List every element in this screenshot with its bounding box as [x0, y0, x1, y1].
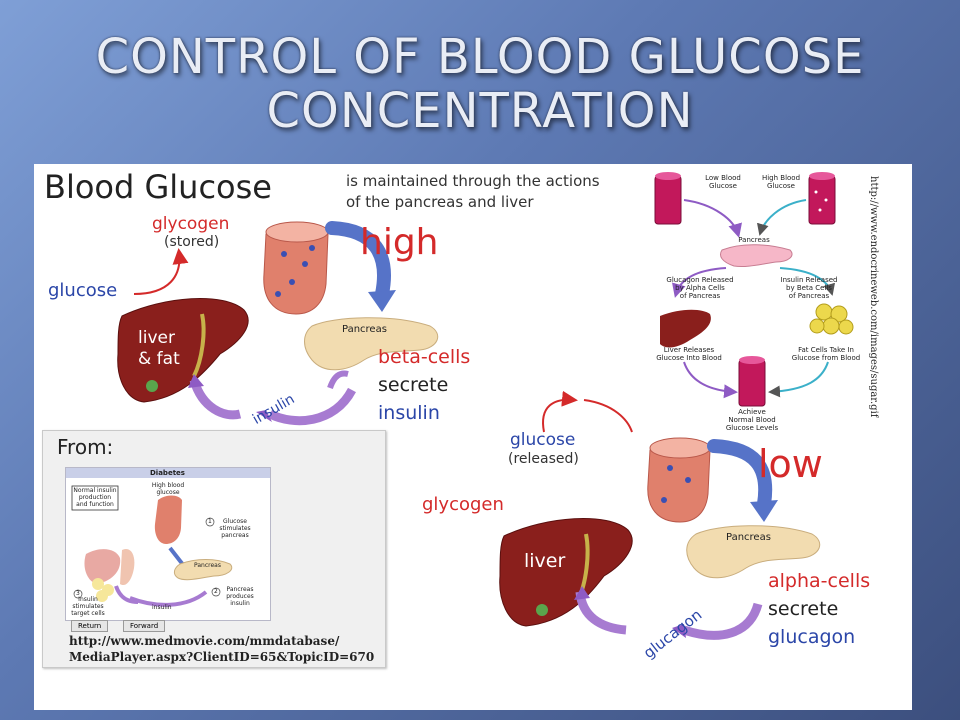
inset-url-line-1[interactable]: http://www.medmovie.com/mmdatabase/: [69, 634, 340, 648]
blue-arrow-high: [325, 221, 391, 301]
glucagon-arrow-to-liver: [682, 602, 763, 640]
glucose-high-label: glucose: [48, 280, 118, 301]
diagram-artwork: [117, 172, 854, 640]
secrete-low-label: secrete: [768, 598, 839, 620]
low-label: low: [758, 442, 823, 486]
pancreas-low-label: Pancreas: [726, 532, 771, 543]
from-label: From:: [57, 435, 114, 459]
inset-step3-num: 3: [76, 590, 80, 597]
glycogen-high-label: glycogen: [152, 214, 230, 234]
alpha-cells-label: alpha-cells: [768, 570, 871, 592]
flowchart-source-url[interactable]: http://www.endocrineweb.com/images/sugar…: [868, 176, 879, 418]
blue-arrow-low: [707, 439, 773, 511]
slide-title-line-1: CONTROL OF BLOOD GLUCOSE: [95, 29, 865, 85]
beta-cells-label: beta-cells: [378, 346, 471, 368]
blood-vessel-high: [263, 221, 329, 315]
subheading-line-2: of the pancreas and liver: [346, 193, 534, 211]
main-heading: Blood Glucose: [44, 168, 272, 206]
slide-title-line-2: CONCENTRATION: [266, 83, 694, 139]
glycogen-storage-arrow: [133, 248, 189, 295]
blood-vessel-low: [647, 437, 711, 523]
liver-high-image: [117, 298, 249, 403]
flowchart-artwork: [654, 172, 854, 407]
liver-fat-line-1: liver: [138, 328, 175, 348]
inset-title: Diabetes: [150, 469, 185, 477]
pancreas-high-image: [304, 317, 439, 371]
inset-step1-num: 1: [208, 518, 212, 525]
slide-title: CONTROL OF BLOOD GLUCOSE CONCENTRATION: [0, 30, 960, 138]
stored-label: (stored): [164, 234, 220, 250]
insulin-arrow-to-liver: [267, 387, 356, 426]
glucagon-label: glucagon: [768, 626, 856, 648]
insulin-label: insulin: [378, 402, 440, 424]
diagram-panel: Blood Glucose is maintained through the …: [34, 164, 912, 710]
pancreas-high-label: Pancreas: [342, 324, 387, 335]
pancreas-low-image: [686, 525, 821, 579]
glucose-low-label: glucose: [510, 430, 576, 450]
inset-step2-num: 2: [214, 588, 218, 595]
released-label: (released): [508, 451, 579, 467]
inset-pancreas: Pancreas: [194, 562, 221, 569]
liver-low-label: liver: [524, 550, 566, 572]
inset-url-line-2[interactable]: MediaPlayer.aspx?ClientID=65&TopicID=670: [69, 650, 375, 664]
liver-fat-line-2: & fat: [138, 349, 180, 369]
secrete-high-label: secrete: [378, 374, 449, 396]
subheading-line-1: is maintained through the actions: [346, 172, 600, 190]
glycogen-release-arrow: [542, 390, 578, 433]
fc-pancreas: Pancreas: [738, 236, 770, 244]
forward-button[interactable]: Forward: [123, 620, 166, 632]
liver-low-image: [499, 518, 633, 627]
return-button[interactable]: Return: [71, 620, 109, 632]
inset-insulin: insulin: [152, 604, 172, 611]
inset-artwork: [66, 468, 270, 607]
glycogen-low-label: glycogen: [422, 494, 504, 515]
high-label: high: [360, 222, 439, 263]
